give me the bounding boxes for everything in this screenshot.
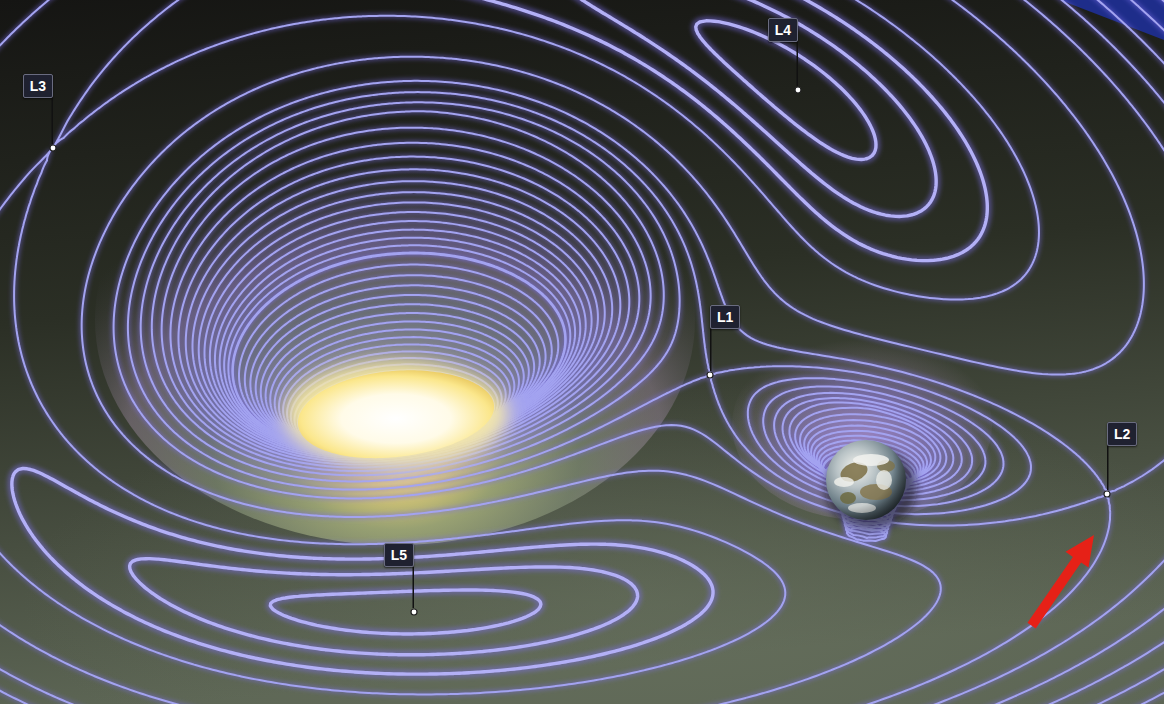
point-name: L1 <box>717 309 733 326</box>
point-label: L5 <box>384 543 414 567</box>
point-name: L2 <box>1114 426 1130 443</box>
contour-line <box>279 10 1164 704</box>
contour-glow-line <box>270 0 1164 704</box>
point-label: L1 <box>710 305 740 329</box>
space-corner <box>1060 0 1164 40</box>
contour-line <box>130 0 937 655</box>
point-name: L5 <box>391 547 407 564</box>
point-name: L3 <box>30 78 46 95</box>
point-dot <box>411 609 417 615</box>
leader-line <box>710 329 712 371</box>
contour-line <box>275 0 1164 704</box>
sun-glow <box>284 360 508 468</box>
point-name: L4 <box>775 22 791 39</box>
leader-line <box>52 98 54 144</box>
leader-line <box>413 567 415 608</box>
contour-glow-line <box>275 0 1164 704</box>
leader-line <box>1107 446 1109 490</box>
contour-line <box>270 21 876 634</box>
point-label: L4 <box>768 18 798 42</box>
contour-line <box>0 0 1039 694</box>
point-dot <box>50 145 56 151</box>
point-dot <box>1104 491 1110 497</box>
lagrange-dots <box>50 87 1110 615</box>
point-label: L3 <box>23 74 53 98</box>
sun-halo <box>284 360 508 468</box>
pointer-arrow <box>1028 535 1095 628</box>
point-label: L2 <box>1107 422 1137 446</box>
point-dot <box>795 87 801 93</box>
contour-line <box>12 0 987 674</box>
leader-lines <box>52 42 1108 608</box>
contour-line <box>270 0 1164 704</box>
sun-core <box>298 370 494 458</box>
leader-line <box>797 42 799 86</box>
earth-globe <box>825 440 917 530</box>
point-dot <box>707 372 713 378</box>
